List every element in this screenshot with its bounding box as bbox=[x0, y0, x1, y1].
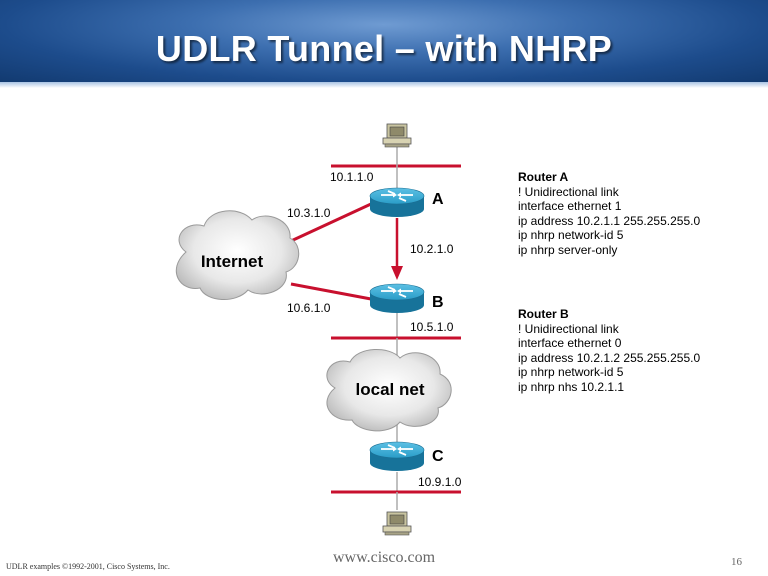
router-b-label: B bbox=[432, 294, 444, 311]
config-line: ip address 10.2.1.1 255.255.255.0 bbox=[518, 213, 701, 228]
workstation-bottom-icon bbox=[382, 511, 412, 536]
router-a-config-title: Router A bbox=[518, 170, 569, 184]
local-net-cloud: local net bbox=[326, 348, 452, 432]
udlr-arrowhead bbox=[391, 266, 403, 280]
link-internet-b bbox=[290, 282, 372, 301]
net-a-internet-label: 10.3.1.0 bbox=[287, 206, 331, 220]
router-a-icon bbox=[369, 187, 425, 218]
net-internet-b-label: 10.6.1.0 bbox=[287, 301, 331, 315]
net-b-lan-label: 10.5.1.0 bbox=[410, 320, 454, 334]
router-a-label: A bbox=[432, 191, 444, 208]
config-line: ! Unidirectional link bbox=[518, 184, 619, 199]
title-banner bbox=[0, 0, 768, 82]
internet-cloud-label: Internet bbox=[201, 252, 264, 271]
config-line: interface ethernet 1 bbox=[518, 199, 622, 213]
footer-url: www.cisco.com bbox=[332, 549, 436, 566]
router-a-config: Router A ! Unidirectional link interface… bbox=[518, 170, 700, 257]
link-internet-a bbox=[290, 202, 372, 243]
router-c-label: C bbox=[432, 448, 444, 465]
internet-cloud: Internet bbox=[175, 210, 300, 300]
config-line: ip nhrp server-only bbox=[518, 242, 618, 257]
router-b-config-title: Router B bbox=[518, 307, 569, 321]
net-top-label: 10.1.1.0 bbox=[330, 170, 374, 184]
local-net-cloud-label: local net bbox=[356, 380, 425, 399]
config-line: ! Unidirectional link bbox=[518, 321, 619, 336]
footer-copyright: UDLR examples ©1992-2001, Cisco Systems,… bbox=[6, 562, 170, 571]
config-line: ip nhrp nhs 10.2.1.1 bbox=[518, 379, 625, 394]
net-a-b-label: 10.2.1.0 bbox=[410, 242, 454, 256]
slide-title: UDLR Tunnel – with NHRP bbox=[155, 28, 613, 69]
config-line: ip nhrp network-id 5 bbox=[518, 365, 624, 379]
router-b-icon bbox=[369, 283, 425, 314]
router-c-icon bbox=[369, 441, 425, 472]
page-number: 16 bbox=[731, 556, 742, 568]
config-line: ip address 10.2.1.2 255.255.255.0 bbox=[518, 350, 701, 365]
router-b-config: Router B ! Unidirectional link interface… bbox=[518, 307, 700, 394]
config-line: interface ethernet 0 bbox=[518, 336, 622, 350]
workstation-top-icon bbox=[382, 123, 412, 148]
config-line: ip nhrp network-id 5 bbox=[518, 228, 624, 242]
net-c-lan-label: 10.9.1.0 bbox=[418, 475, 462, 489]
banner-edge bbox=[0, 82, 768, 88]
